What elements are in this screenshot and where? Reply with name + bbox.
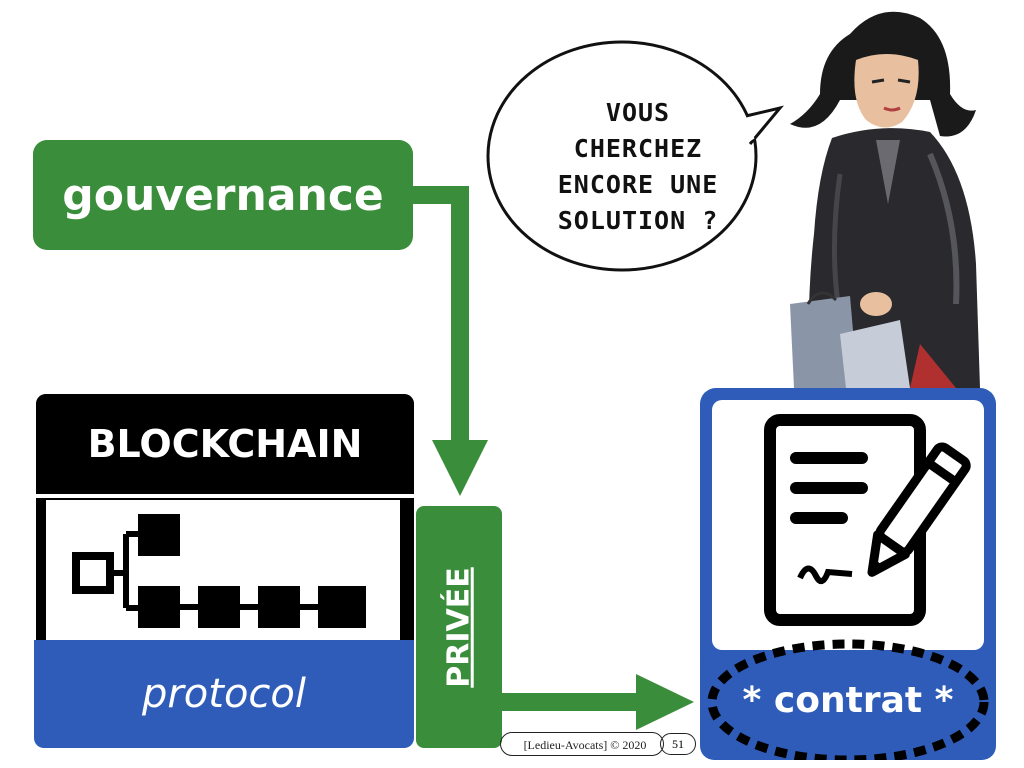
arrow-governance-to-privee bbox=[413, 186, 469, 440]
speech-line-3: ENCORE UNE bbox=[557, 170, 719, 199]
contract-signature-icon bbox=[764, 414, 971, 626]
speech-line-2: CHERCHEZ bbox=[573, 134, 703, 163]
speech-bubble bbox=[486, 40, 784, 272]
blockchain-diagram-area bbox=[46, 500, 400, 650]
blockchain-title: BLOCKCHAIN bbox=[36, 394, 414, 498]
speech-line-4: SOLUTION ? bbox=[557, 206, 719, 235]
contract-label-dotted-outline bbox=[700, 639, 996, 760]
privee-label-wrapper: PRIVÉE bbox=[416, 506, 502, 748]
speech-line-1: VOUS bbox=[605, 98, 671, 127]
comic-character-illustration bbox=[790, 11, 980, 388]
page-number: 51 bbox=[660, 733, 696, 755]
protocol-label: protocol bbox=[34, 640, 414, 748]
contract-icon-area bbox=[712, 400, 984, 650]
governance-box: gouvernance bbox=[33, 140, 413, 250]
contract-label: * contrat * bbox=[742, 679, 954, 721]
block-chain-icon bbox=[72, 514, 366, 628]
speech-bubble-text: VOUS CHERCHEZ ENCORE UNE SOLUTION ? bbox=[520, 92, 756, 242]
privee-label: PRIVÉE bbox=[441, 566, 477, 688]
privee-box bbox=[416, 506, 502, 748]
arrow-head-down bbox=[432, 440, 488, 496]
arrow-head-right bbox=[636, 674, 694, 730]
footer-credit: [Ledieu-Avocats] © 2020 bbox=[523, 737, 647, 752]
